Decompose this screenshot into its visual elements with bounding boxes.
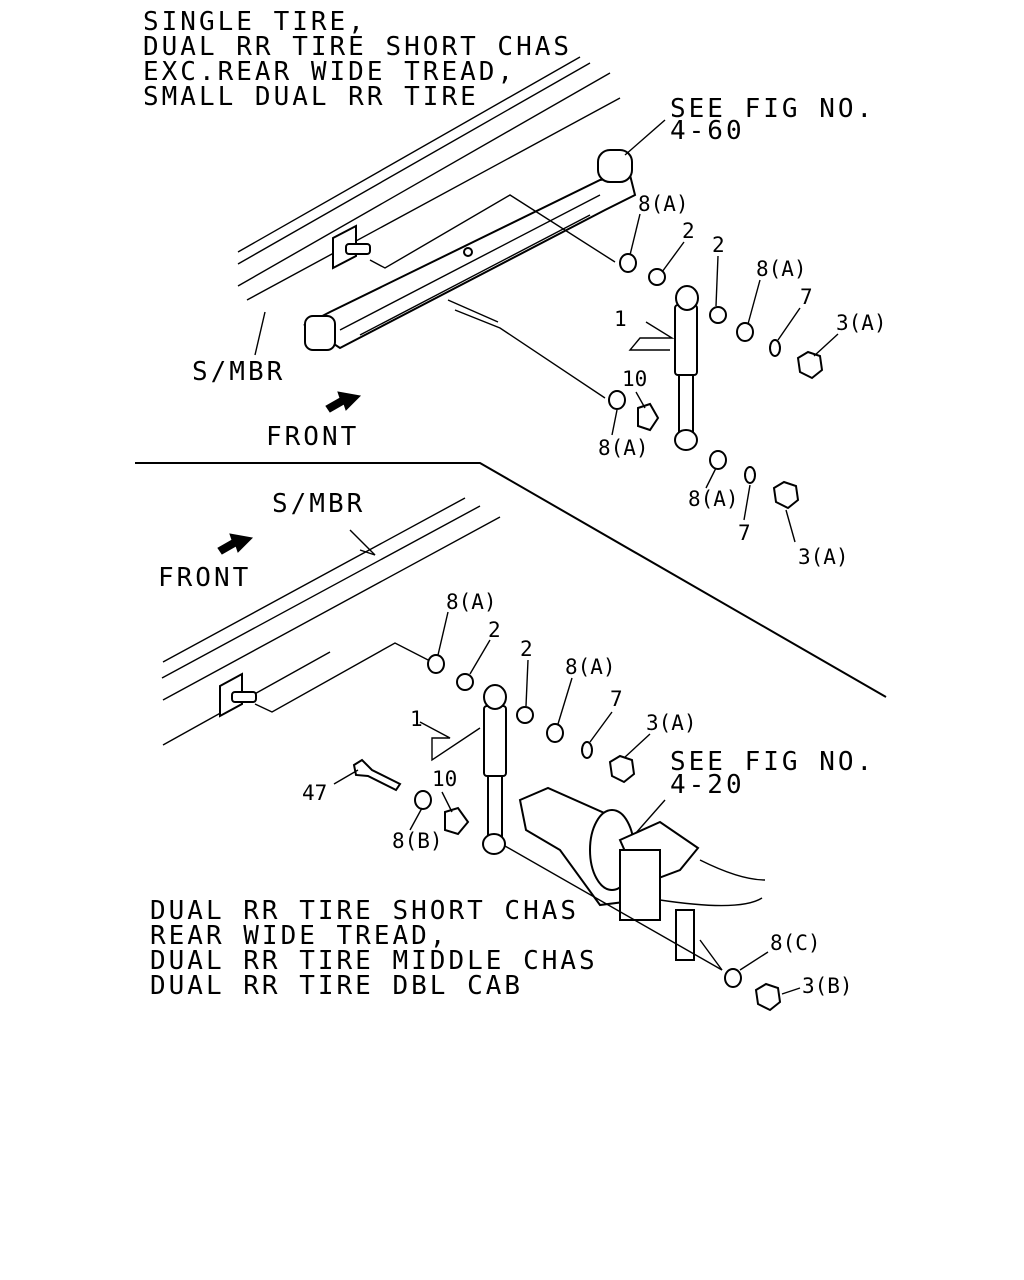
top-front-arrow-icon bbox=[325, 391, 362, 413]
bottom-view: S/MBR FRONT SEE FIG NO. 4-20 8(A) 2 2 8(… bbox=[150, 489, 875, 1012]
bottom-bushing-2-upper-left bbox=[456, 673, 474, 691]
top-view: SINGLE TIRE, DUAL RR TIRE SHORT CHAS EXC… bbox=[143, 7, 887, 569]
top-shock-absorber bbox=[674, 285, 699, 451]
top-callout-2-upper-right: 2 bbox=[712, 233, 725, 257]
bottom-upper-mount-leader bbox=[254, 642, 433, 713]
bottom-note-line-1: DUAL RR TIRE SHORT CHAS bbox=[150, 896, 579, 926]
top-callout-1: 1 bbox=[614, 307, 627, 331]
bottom-rear-axle bbox=[518, 786, 766, 961]
bottom-see-fig-line-1: SEE FIG NO. bbox=[670, 747, 875, 777]
bottom-callout-47: 47 bbox=[302, 781, 327, 805]
top-callout-8a-lower-right: 8(A) bbox=[688, 487, 739, 511]
bottom-callout-8a-upper-left: 8(A) bbox=[446, 590, 497, 614]
bottom-callout-10: 10 bbox=[432, 767, 457, 791]
top-clip-7-lower bbox=[744, 466, 756, 484]
bottom-note-line-4: DUAL RR TIRE DBL CAB bbox=[150, 971, 523, 1001]
bottom-clip-7 bbox=[581, 741, 593, 759]
top-washer-8a-lower-right bbox=[709, 450, 727, 470]
top-bushing-2-upper-right bbox=[709, 306, 727, 324]
top-frame-bracket bbox=[332, 224, 371, 270]
bottom-callout-7: 7 bbox=[610, 687, 623, 711]
top-callout-8a-lower-left: 8(A) bbox=[598, 436, 649, 460]
bottom-callout-2-upper-right: 2 bbox=[520, 637, 533, 661]
top-washer-8a-lower-left bbox=[608, 390, 626, 410]
top-frame-side-member bbox=[237, 56, 621, 301]
bottom-frame-side-member bbox=[161, 497, 501, 746]
top-nut-3a-upper bbox=[796, 350, 824, 380]
bottom-note-line-2: REAR WIDE TREAD, bbox=[150, 921, 448, 951]
top-see-fig-line-2: 4-60 bbox=[670, 116, 745, 146]
bottom-bushing-2-upper-right bbox=[516, 706, 534, 724]
top-callout-8a-upper-right: 8(A) bbox=[756, 257, 807, 281]
view-divider bbox=[135, 462, 887, 698]
top-callout-3a-upper: 3(A) bbox=[836, 311, 887, 335]
top-bushing-10 bbox=[637, 402, 660, 432]
top-callout-7-lower: 7 bbox=[738, 521, 751, 545]
bottom-callout-1: 1 bbox=[410, 707, 423, 731]
bottom-see-fig-line-2: 4-20 bbox=[670, 770, 745, 800]
top-washer-8a-upper-left bbox=[619, 253, 637, 273]
top-callout-10: 10 bbox=[622, 367, 647, 391]
bottom-washer-8b bbox=[414, 790, 432, 810]
top-bushing-2-upper-left bbox=[648, 268, 666, 286]
bottom-note-line-3: DUAL RR TIRE MIDDLE CHAS bbox=[150, 946, 598, 976]
bottom-smbr-label: S/MBR bbox=[272, 489, 365, 519]
top-note-line-4: SMALL DUAL RR TIRE bbox=[143, 82, 479, 112]
bottom-frame-bracket bbox=[219, 672, 257, 718]
bottom-callout-8b: 8(B) bbox=[392, 829, 443, 853]
bottom-washer-8a-upper-right bbox=[546, 723, 564, 743]
bottom-callout-leaders bbox=[333, 611, 801, 995]
top-lower-mount-leader bbox=[454, 309, 606, 399]
bottom-washer-8c bbox=[724, 968, 742, 988]
top-washer-8a-upper-right bbox=[736, 322, 754, 342]
bottom-bolt-47 bbox=[352, 758, 402, 792]
bottom-washer-8a-upper-left bbox=[427, 654, 445, 674]
top-clip-7-upper bbox=[769, 339, 781, 357]
bottom-callout-8a-upper-right: 8(A) bbox=[565, 655, 616, 679]
top-callout-3a-lower: 3(A) bbox=[798, 545, 849, 569]
top-nut-3a-lower bbox=[772, 480, 800, 510]
bottom-callout-8c: 8(C) bbox=[770, 931, 821, 955]
bottom-front-arrow-icon bbox=[217, 533, 254, 555]
top-see-fig-line-1: SEE FIG NO. bbox=[670, 94, 875, 124]
bottom-nut-3b bbox=[754, 982, 782, 1012]
bottom-nut-3a bbox=[608, 754, 636, 784]
bottom-bushing-10 bbox=[444, 806, 470, 836]
top-smbr-label: S/MBR bbox=[192, 357, 285, 387]
bottom-front-label: FRONT bbox=[158, 563, 251, 593]
bottom-callout-2-upper-left: 2 bbox=[488, 618, 501, 642]
top-note-line-2: DUAL RR TIRE SHORT CHAS bbox=[143, 32, 572, 62]
top-upper-mount-leader bbox=[369, 194, 616, 269]
top-leaf-spring bbox=[303, 149, 637, 351]
top-callout-7-upper: 7 bbox=[800, 285, 813, 309]
top-front-label: FRONT bbox=[266, 422, 359, 452]
top-callout-8a-upper-left: 8(A) bbox=[638, 192, 689, 216]
top-callout-leaders bbox=[611, 213, 839, 543]
top-note-line-1: SINGLE TIRE, bbox=[143, 7, 367, 37]
bottom-callout-3b: 3(B) bbox=[802, 974, 853, 998]
bottom-shock-absorber bbox=[482, 684, 507, 855]
top-callout-2-upper-left: 2 bbox=[682, 219, 695, 243]
top-note-line-3: EXC.REAR WIDE TREAD, bbox=[143, 57, 516, 87]
bottom-callout-3a: 3(A) bbox=[646, 711, 697, 735]
